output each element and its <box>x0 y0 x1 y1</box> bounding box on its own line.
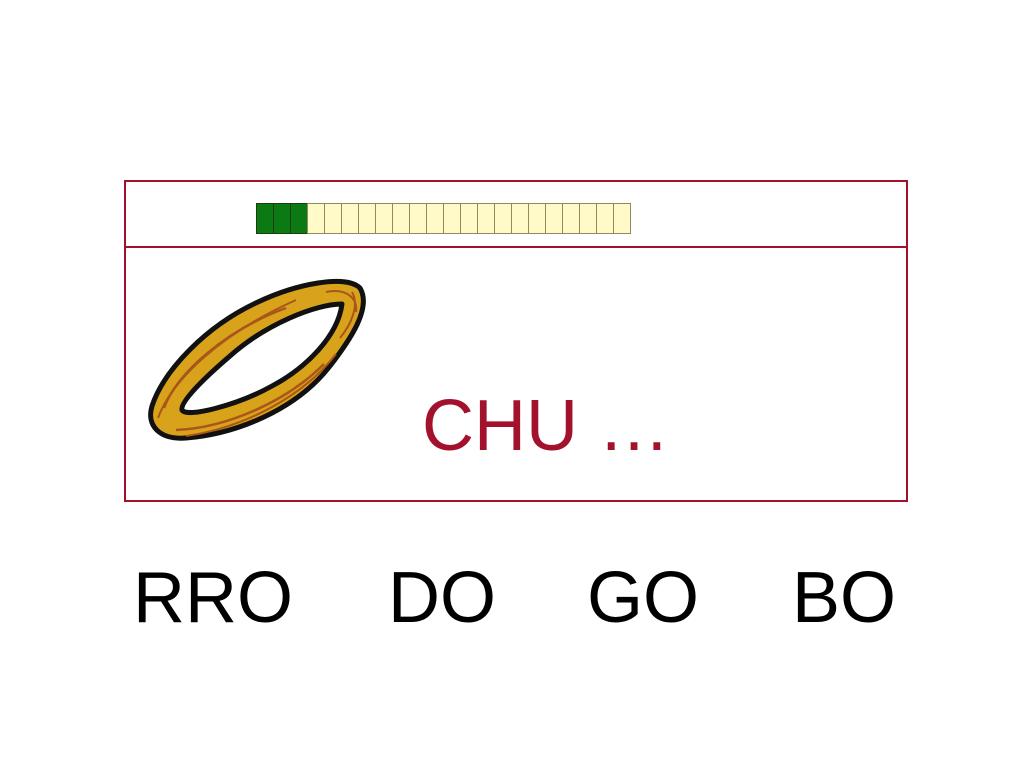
choice-go-button[interactable]: GO <box>587 558 700 638</box>
card-header <box>126 182 906 248</box>
choice-bo-button[interactable]: BO <box>792 558 897 638</box>
progress-segment-pending <box>460 203 478 234</box>
progress-segment-done <box>256 203 274 234</box>
progress-segment-pending <box>545 203 563 234</box>
syllable-choices: RRO DO GO BO <box>0 562 1024 642</box>
progress-segment-pending <box>307 203 325 234</box>
choice-do-button[interactable]: DO <box>388 558 496 638</box>
progress-segment-pending <box>341 203 359 234</box>
churro-icon <box>146 278 378 450</box>
progress-segment-pending <box>596 203 614 234</box>
progress-segment-pending <box>528 203 546 234</box>
choice-rro-button[interactable]: RRO <box>133 558 293 638</box>
exercise-card: CHU … <box>124 180 908 502</box>
word-prompt: CHU … <box>422 386 670 466</box>
progress-segment-pending <box>477 203 495 234</box>
progress-segment-pending <box>375 203 393 234</box>
progress-segment-pending <box>392 203 410 234</box>
progress-segment-pending <box>426 203 444 234</box>
progress-bar <box>256 203 631 234</box>
progress-segment-pending <box>562 203 580 234</box>
progress-segment-done <box>273 203 291 234</box>
progress-segment-pending <box>579 203 597 234</box>
progress-segment-pending <box>613 203 631 234</box>
progress-segment-pending <box>443 203 461 234</box>
progress-segment-pending <box>358 203 376 234</box>
progress-segment-done <box>290 203 308 234</box>
progress-segment-pending <box>409 203 427 234</box>
progress-segment-pending <box>511 203 529 234</box>
progress-segment-pending <box>494 203 512 234</box>
progress-segment-pending <box>324 203 342 234</box>
